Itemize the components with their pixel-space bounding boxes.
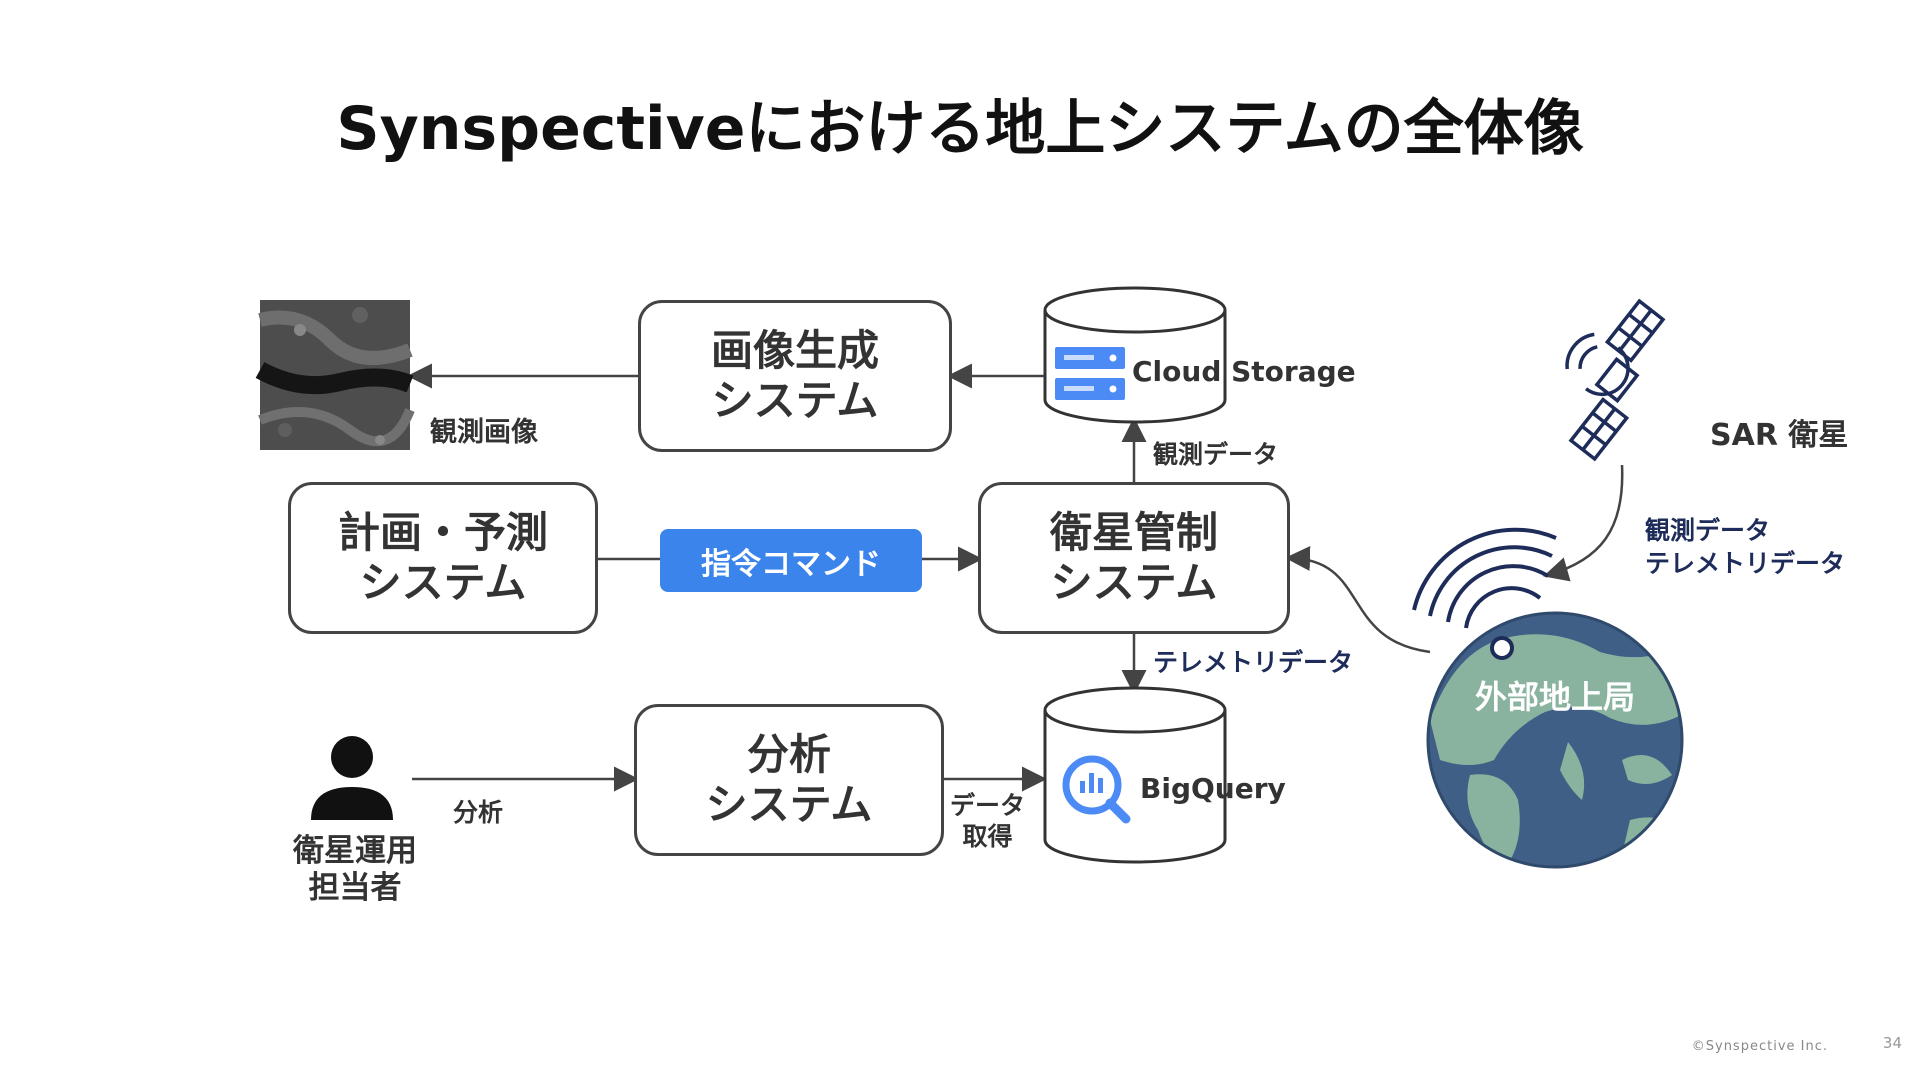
analysis-system-box: 分析 システム xyxy=(634,704,944,856)
cloud-storage-label: Cloud Storage xyxy=(1132,355,1356,388)
bigquery-label: BigQuery xyxy=(1140,772,1286,805)
operator-line-1: 衛星運用 xyxy=(293,833,417,869)
satellite-data-label: 観測データ テレメトリデータ xyxy=(1645,515,1845,580)
box-line-2: システム xyxy=(711,376,879,425)
page-title: Synspectiveにおける地上システムの全体像 xyxy=(336,94,1584,164)
command-badge: 指令コマンド xyxy=(660,529,922,592)
arrow-station-to-control xyxy=(1285,546,1431,654)
satellite-data-line-1: 観測データ xyxy=(1645,516,1771,545)
telemetry-label: テレメトリデータ xyxy=(1153,648,1354,677)
satellite-control-system-box: 衛星管制 システム xyxy=(978,482,1290,634)
data-acquisition-label: データ 取得 xyxy=(950,790,1025,853)
planning-system-box: 計画・予測 システム xyxy=(288,482,598,634)
sar-satellite-label: SAR 衛星 xyxy=(1710,418,1849,453)
page-number: 34 xyxy=(1882,1034,1902,1052)
observation-data-label: 観測データ xyxy=(1153,440,1279,469)
box-line-2: システム xyxy=(1050,558,1218,607)
satellite-data-line-2: テレメトリデータ xyxy=(1645,548,1846,578)
observed-image-label: 観測画像 xyxy=(430,417,538,448)
box-line-2: システム xyxy=(359,558,527,607)
ground-station-label: 外部地上局 xyxy=(1474,678,1635,716)
arrow-satellite-to-station xyxy=(1543,464,1624,582)
cloud-storage-icon xyxy=(1055,347,1125,400)
ground-station-globe xyxy=(1426,611,1684,869)
bigquery-cylinder xyxy=(1043,686,1227,864)
operator-line-2: 担当者 xyxy=(308,870,402,907)
box-line-1: 分析 xyxy=(746,729,831,779)
sar-satellite-icon xyxy=(1565,298,1666,462)
box-line-1: 衛星管制 xyxy=(1049,507,1218,557)
box-line-1: 計画・予測 xyxy=(337,507,548,557)
observed-image-photo xyxy=(255,300,415,450)
operator-label: 衛星運用 担当者 xyxy=(270,833,440,907)
image-generation-system-box: 画像生成 システム xyxy=(638,300,952,452)
data-acquisition-line-2: 取得 xyxy=(962,822,1013,852)
bigquery-icon xyxy=(1062,755,1131,824)
operator-person-icon xyxy=(311,736,393,820)
antenna-waves-icon xyxy=(1412,527,1557,660)
data-acquisition-line-1: データ xyxy=(950,791,1026,820)
box-line-1: 画像生成 xyxy=(710,325,879,375)
copyright-footer: ©Synspective Inc. xyxy=(1691,1039,1828,1054)
box-line-2: システム xyxy=(705,780,873,829)
analysis-arrow-label: 分析 xyxy=(453,798,504,827)
